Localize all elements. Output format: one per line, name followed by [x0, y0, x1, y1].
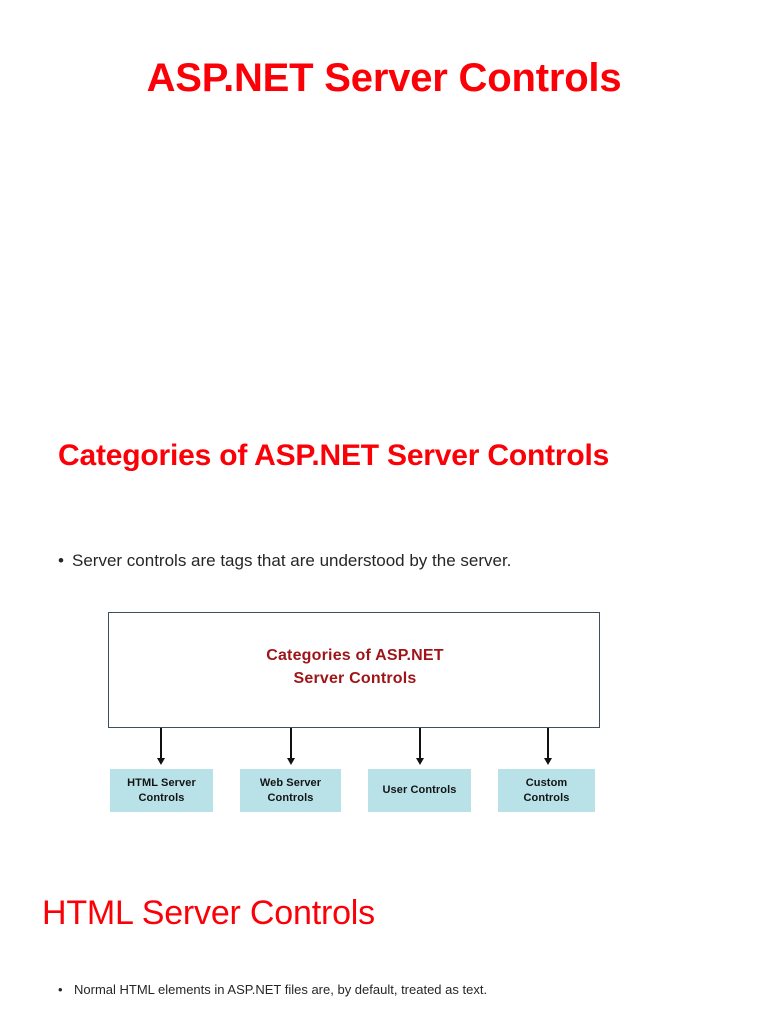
category-label-line-1: User Controls: [382, 784, 457, 797]
sub-bullet-text: Normal HTML elements in ASP.NET files ar…: [74, 982, 488, 997]
sub-heading-text: HTML Server Controls: [42, 894, 375, 932]
diagram-header-box: Categories of ASP.NET Server Controls: [108, 612, 600, 728]
category-label-line-2: Controls: [138, 791, 185, 804]
category-label-line-2: Controls: [523, 791, 570, 804]
diagram-title-line-2: Server Controls: [293, 669, 417, 687]
category-label-line-1: HTML Server: [127, 777, 196, 790]
category-label-line-1: Custom: [525, 777, 568, 790]
category-box-custom-controls: Custom Controls: [498, 769, 595, 812]
arrow-down-icon-2: [287, 728, 295, 765]
bullet-item: • Server controls are tags that are under…: [58, 550, 698, 572]
bullet-text: Server controls are tags that are unders…: [72, 551, 512, 570]
bullet-marker-icon: •: [58, 982, 63, 997]
category-label-line-1: Web Server: [259, 777, 322, 790]
section-heading-text: Categories of ASP.NET Server Controls: [58, 439, 610, 472]
sub-bullet-item: • Normal HTML elements in ASP.NET files a…: [58, 982, 718, 999]
arrow-down-icon-4: [544, 728, 552, 765]
category-box-web-server-controls: Web Server Controls: [240, 769, 341, 812]
bullet-marker-icon: •: [58, 551, 64, 570]
arrow-down-icon-3: [416, 728, 424, 765]
diagram-title: Categories of ASP.NET Server Controls: [109, 645, 601, 690]
sub-heading: HTML Server Controls: [42, 893, 375, 934]
diagram-title-line-1: Categories of ASP.NET: [266, 647, 444, 664]
category-box-user-controls: User Controls: [368, 769, 471, 812]
category-label-line-2: Controls: [267, 791, 314, 804]
category-box-html-server-controls: HTML Server Controls: [110, 769, 213, 812]
arrow-down-icon-1: [157, 728, 165, 765]
section-heading: Categories of ASP.NET Server Controls: [58, 437, 658, 475]
categories-diagram: Categories of ASP.NET Server Controls HT…: [108, 612, 600, 812]
page-title: ASP.NET Server Controls: [96, 54, 672, 103]
page-title-text: ASP.NET Server Controls: [146, 56, 622, 100]
